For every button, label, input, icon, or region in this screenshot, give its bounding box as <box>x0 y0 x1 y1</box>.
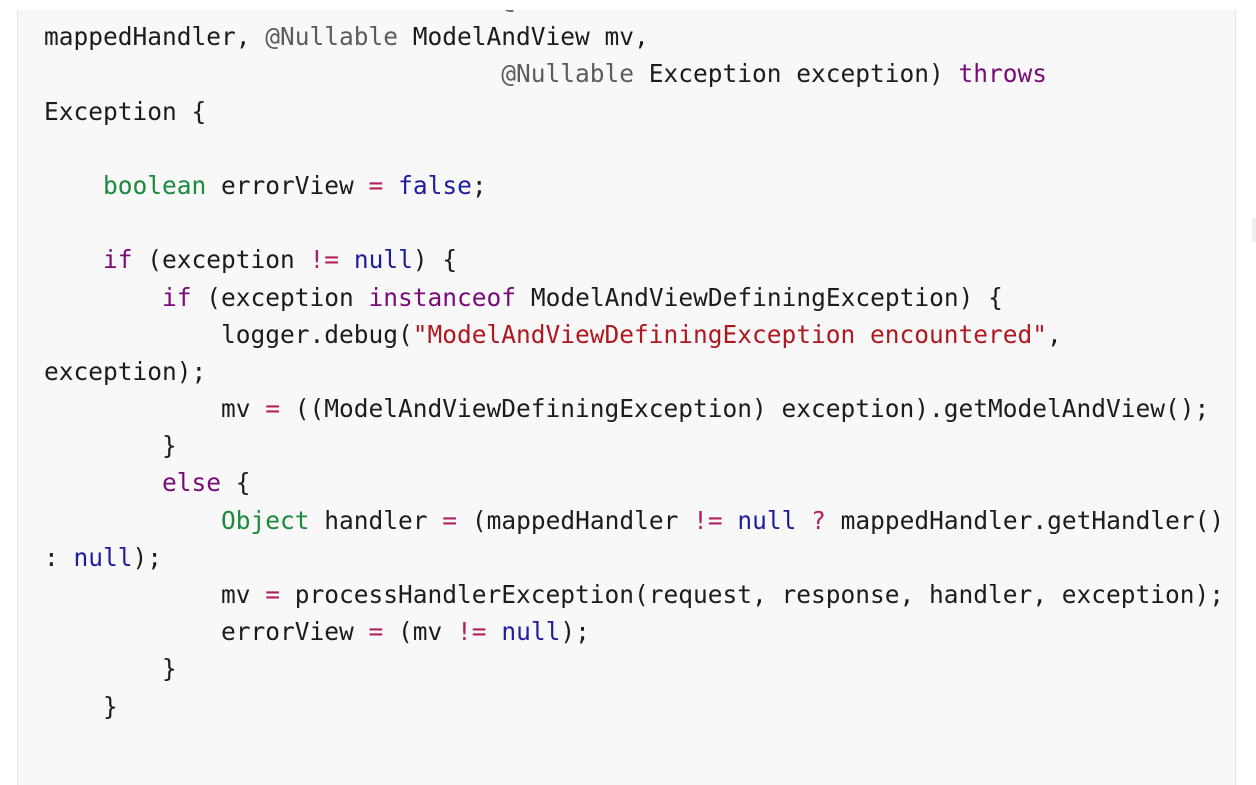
code-token: , <box>1047 319 1062 349</box>
code-token-literal: null <box>73 542 133 572</box>
code-token-keyword: instanceof <box>368 282 517 312</box>
code-token: exception); <box>44 356 207 386</box>
code-token-operator: = <box>368 170 384 200</box>
code-token-annotation: @Nullable <box>501 10 634 14</box>
code-token: ; <box>471 170 487 200</box>
code-token-literal: null <box>737 505 797 535</box>
code-token: Exception { <box>44 96 207 126</box>
code-token-literal: false <box>398 170 472 200</box>
code-token <box>44 468 162 497</box>
code-line: @Nullable Exception exception) throws <box>44 55 1224 92</box>
code-token: ); <box>132 542 163 572</box>
code-token-string: "ModelAndViewDefiningException encounter… <box>412 319 1048 349</box>
code-line <box>44 130 1224 167</box>
scroll-edge-marker <box>1252 218 1256 242</box>
code-line: Exception { <box>44 93 1224 130</box>
code-block: @Nullable HandlerExecutionChainmappedHan… <box>17 10 1236 785</box>
code-token: logger.debug( <box>44 319 413 349</box>
code-token <box>796 506 811 535</box>
code-token: errorView <box>44 617 369 647</box>
code-line: logger.debug("ModelAndViewDefiningExcept… <box>44 316 1224 353</box>
code-token: : <box>44 542 74 572</box>
code-token <box>383 171 398 200</box>
code-token-annotation: @Nullable <box>501 59 635 89</box>
code-token-keyword: throws <box>958 59 1048 89</box>
code-token: { <box>221 468 251 498</box>
code-token-keyword: if <box>162 282 192 312</box>
code-token: (exception <box>191 282 369 312</box>
code-token: (exception <box>132 245 310 275</box>
code-token: } <box>44 431 177 461</box>
code-token-operator: = <box>265 394 281 424</box>
code-token <box>339 245 354 274</box>
code-token <box>487 617 502 646</box>
code-token-operator: != <box>309 245 340 275</box>
code-token-literal: null <box>501 617 561 647</box>
code-token-annotation: @Nullable <box>265 22 399 52</box>
code-token-operator: = <box>368 617 384 647</box>
code-token-keyword: else <box>162 468 222 498</box>
code-token: ((ModelAndViewDefiningException) excepti… <box>280 394 1210 424</box>
code-lines: @Nullable HandlerExecutionChainmappedHan… <box>44 10 1224 725</box>
code-token: (mappedHandler <box>457 505 694 535</box>
code-token: (mv <box>383 617 458 647</box>
code-line: @Nullable HandlerExecutionChain <box>44 10 1224 18</box>
code-line: else { <box>44 464 1224 501</box>
code-token <box>44 506 221 535</box>
code-line: : null); <box>44 539 1224 576</box>
code-token: HandlerExecutionChain <box>634 10 959 14</box>
code-line: mappedHandler, @Nullable ModelAndView mv… <box>44 18 1224 55</box>
code-token-keyword: if <box>103 245 133 275</box>
code-token: ModelAndViewDefiningException) { <box>516 282 1003 312</box>
code-line: exception); <box>44 353 1224 390</box>
code-token: Exception exception) <box>634 59 959 89</box>
code-token: mv <box>44 580 266 609</box>
code-line: boolean errorView = false; <box>44 167 1224 204</box>
code-token-operator: != <box>457 617 487 647</box>
code-line: } <box>44 650 1224 687</box>
code-token: ModelAndView mv, <box>398 22 649 52</box>
code-token-operator: ? <box>811 505 826 535</box>
code-token: processHandlerException(request, respons… <box>280 580 1225 609</box>
code-token-literal: null <box>353 245 413 275</box>
code-line: mv = processHandlerException(request, re… <box>44 576 1224 613</box>
code-token-operator: != <box>693 505 723 535</box>
code-line: } <box>44 427 1224 464</box>
code-token: mappedHandler.getHandler() <box>825 505 1225 535</box>
code-token-operator: = <box>442 505 458 535</box>
code-line: } <box>44 688 1224 725</box>
code-token <box>44 245 103 274</box>
code-token: ) { <box>412 245 458 275</box>
code-line: Object handler = (mappedHandler != null … <box>44 502 1224 539</box>
code-token: } <box>44 654 177 684</box>
code-line: mv = ((ModelAndViewDefiningException) ex… <box>44 390 1224 427</box>
code-token-type: Object <box>221 505 310 535</box>
code-line: if (exception instanceof ModelAndViewDef… <box>44 279 1224 316</box>
code-token: handler <box>309 505 443 535</box>
code-line: errorView = (mv != null); <box>44 613 1224 650</box>
code-token: errorView <box>206 170 369 200</box>
code-token <box>723 506 738 535</box>
code-token-operator: = <box>265 580 281 609</box>
code-token <box>44 171 103 200</box>
code-token <box>44 10 501 14</box>
code-token: mv <box>44 394 266 424</box>
code-line <box>44 204 1224 241</box>
code-token <box>44 283 162 312</box>
code-token <box>44 59 501 88</box>
code-token: } <box>44 691 118 721</box>
code-token: mappedHandler, <box>44 22 266 52</box>
code-token-type: boolean <box>103 170 207 200</box>
code-line: if (exception != null) { <box>44 241 1224 278</box>
code-token: ); <box>560 617 590 647</box>
